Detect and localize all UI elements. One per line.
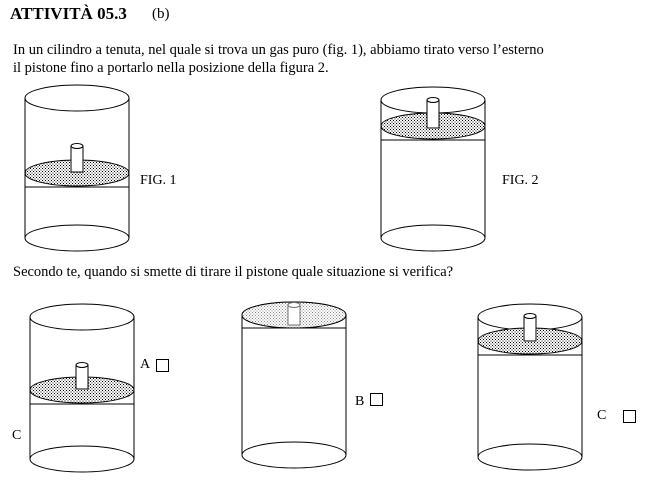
option-a-checkbox[interactable] [156, 359, 169, 372]
option-b-checkbox[interactable] [370, 393, 383, 406]
option-c-cylinder [477, 303, 583, 471]
option-a-cylinder [29, 303, 135, 473]
activity-title: ATTIVITÀ 05.3 [10, 4, 127, 23]
option-c-left-label: C [12, 428, 22, 443]
option-c-label: C [597, 408, 607, 423]
figure-1-label: FIG. 1 [140, 173, 177, 188]
option-c-checkbox[interactable] [623, 410, 636, 423]
activity-subtitle: (b) [152, 6, 170, 22]
figure-2-cylinder [380, 86, 486, 252]
intro-line-2: il pistone fino a portarlo nella posizio… [13, 60, 329, 76]
question-text: Secondo te, quando si smette di tirare i… [13, 264, 454, 280]
intro-line-1: In un cilindro a tenuta, nel quale si tr… [13, 42, 544, 58]
option-b-cylinder [241, 301, 347, 469]
option-a-label: A [140, 357, 151, 372]
figure-2-label: FIG. 2 [502, 173, 539, 188]
option-b-label: B [355, 394, 365, 409]
figure-1-cylinder [24, 84, 130, 252]
